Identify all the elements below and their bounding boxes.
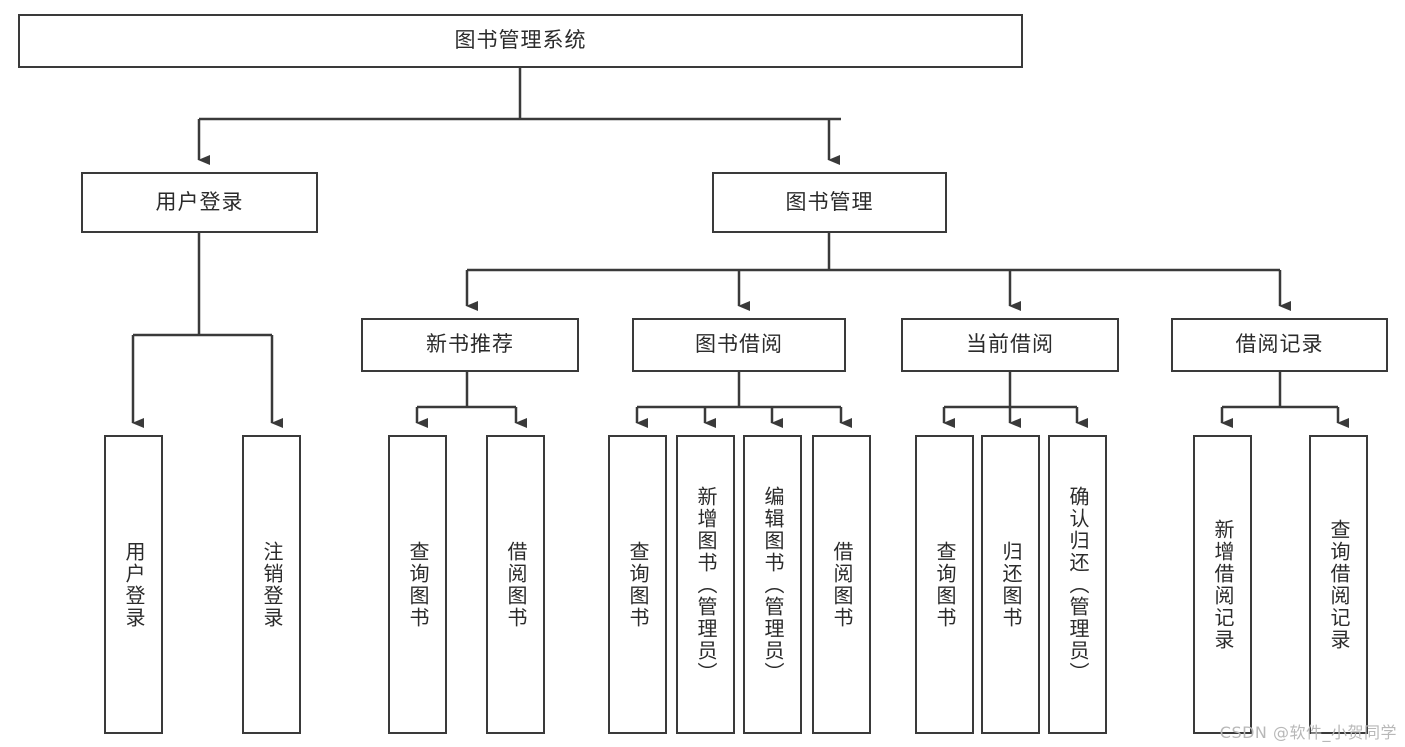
node-user-login[interactable]: 用户登录 [81,172,318,233]
node-leaf-query-book-current-label: 查询图书 [933,540,957,629]
node-leaf-edit-book-admin-label: 编辑图书（管理员） [761,485,785,684]
node-leaf-query-book-borrow-label: 查询图书 [626,540,650,629]
node-leaf-add-borrow-record[interactable]: 新增借阅记录 [1193,435,1252,734]
node-book-borrow-label: 图书借阅 [695,332,783,357]
node-leaf-return-book-label: 归还图书 [999,540,1023,629]
node-root-label: 图书管理系统 [454,28,587,53]
node-leaf-confirm-return-admin-label: 确认归还（管理员） [1066,485,1090,684]
node-book-manage-label: 图书管理 [785,189,874,214]
node-new-book-recommend[interactable]: 新书推荐 [361,318,579,372]
node-borrow-record-label: 借阅记录 [1235,332,1324,357]
node-leaf-add-book-admin-label: 新增图书（管理员） [694,485,718,684]
node-leaf-edit-book-admin[interactable]: 编辑图书（管理员） [743,435,802,734]
edge-root-stem [197,68,841,165]
edge-book-manage-children [465,233,1291,311]
node-leaf-add-book-admin[interactable]: 新增图书（管理员） [676,435,735,734]
node-leaf-borrow-book-new-label: 借阅图书 [504,540,528,629]
node-book-borrow[interactable]: 图书借阅 [632,318,846,372]
node-leaf-logout[interactable]: 注销登录 [242,435,301,734]
edge-book-borrow-children [635,372,852,428]
edge-new-book-recommend-children [415,372,527,428]
node-leaf-user-login[interactable]: 用户登录 [104,435,163,734]
node-new-book-recommend-label: 新书推荐 [426,332,514,357]
edge-borrow-record-children [1220,372,1349,428]
node-borrow-record[interactable]: 借阅记录 [1171,318,1388,372]
node-leaf-logout-label: 注销登录 [260,540,284,629]
node-leaf-return-book[interactable]: 归还图书 [981,435,1040,734]
node-leaf-query-book-new[interactable]: 查询图书 [388,435,447,734]
edge-current-borrow-children [942,372,1088,428]
node-leaf-confirm-return-admin[interactable]: 确认归还（管理员） [1048,435,1107,734]
node-leaf-query-borrow-record-label: 查询借阅记录 [1327,518,1351,651]
node-leaf-user-login-label: 用户登录 [122,540,146,629]
node-user-login-label: 用户登录 [155,189,244,214]
node-leaf-add-borrow-record-label: 新增借阅记录 [1211,518,1235,651]
node-current-borrow-label: 当前借阅 [966,332,1054,357]
node-leaf-borrow-book-label: 借阅图书 [830,540,854,629]
node-leaf-query-borrow-record[interactable]: 查询借阅记录 [1309,435,1368,734]
node-leaf-query-book-current[interactable]: 查询图书 [915,435,974,734]
node-leaf-borrow-book[interactable]: 借阅图书 [812,435,871,734]
node-leaf-query-book-borrow[interactable]: 查询图书 [608,435,667,734]
node-root[interactable]: 图书管理系统 [18,14,1023,68]
node-book-manage[interactable]: 图书管理 [712,172,947,233]
node-leaf-borrow-book-new[interactable]: 借阅图书 [486,435,545,734]
edge-user-login-children [131,233,283,428]
node-leaf-query-book-new-label: 查询图书 [406,540,430,629]
node-current-borrow[interactable]: 当前借阅 [901,318,1119,372]
